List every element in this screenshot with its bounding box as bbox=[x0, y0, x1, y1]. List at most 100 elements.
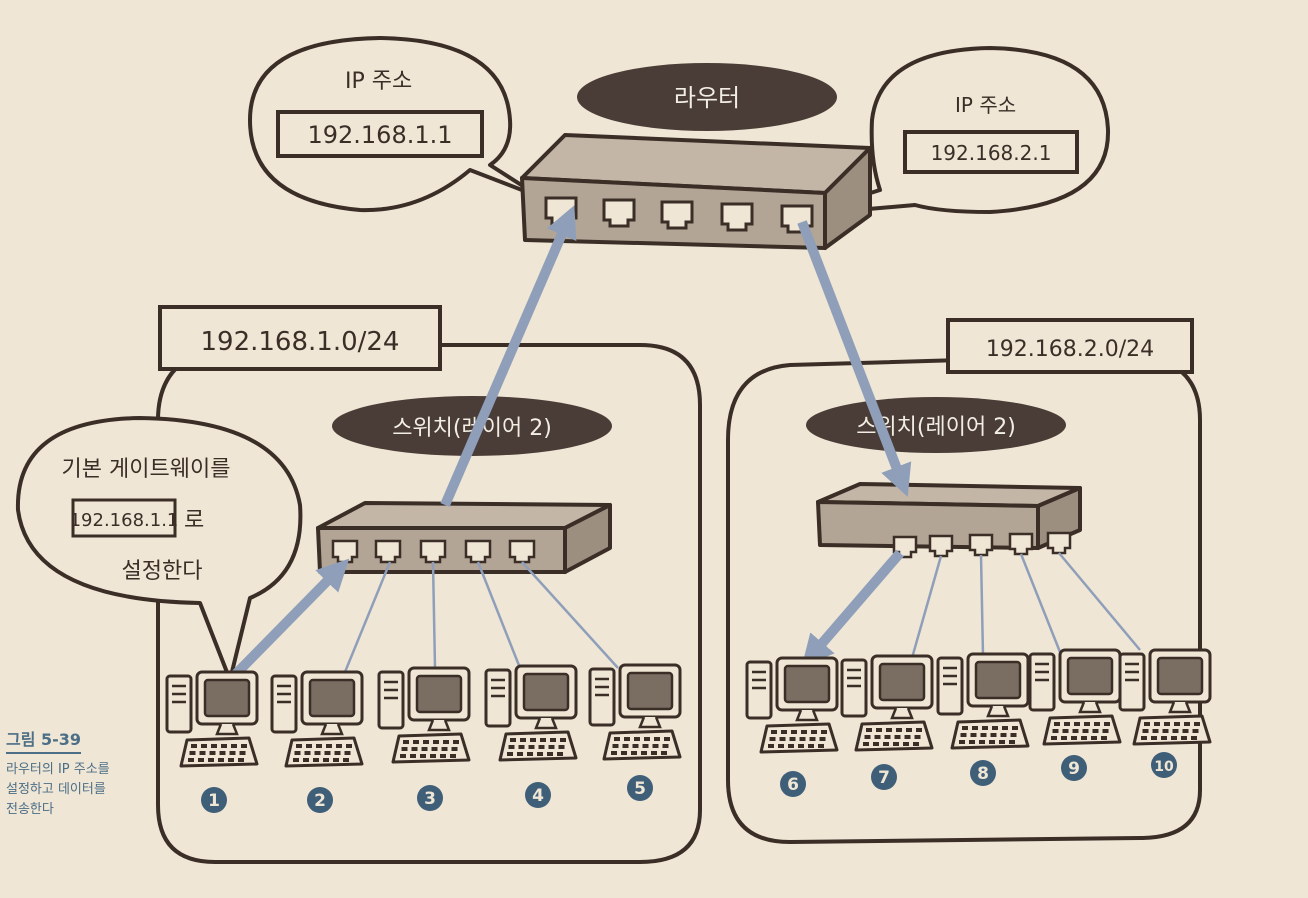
network-left-boundary bbox=[156, 343, 702, 864]
router-device bbox=[520, 133, 872, 250]
pc-number-badge: 2 bbox=[307, 787, 333, 813]
arrow-switch-to-pc6 bbox=[801, 549, 904, 668]
cable-pc8 bbox=[979, 554, 985, 657]
subnet-left-label: 192.168.1.0/24 bbox=[201, 327, 400, 357]
pc-keyboard bbox=[950, 718, 1030, 750]
pc-monitor bbox=[870, 654, 934, 720]
pc-number-label: 5 bbox=[634, 779, 646, 799]
pc-monitor bbox=[195, 670, 259, 736]
router-left-bubble: IP 주소 192.168.1.1 bbox=[248, 36, 542, 213]
arrow-router-to-switch bbox=[797, 220, 912, 497]
pc-number-label: 6 bbox=[787, 775, 799, 795]
router-right-ip-address: 192.168.2.1 bbox=[931, 141, 1052, 165]
pc-tower bbox=[1118, 652, 1146, 712]
pc-number-badge: 10 bbox=[1151, 752, 1177, 778]
pc-number-label: 9 bbox=[1068, 759, 1080, 779]
gateway-suffix: 로 bbox=[184, 508, 204, 533]
pc-2 bbox=[270, 670, 364, 768]
figure-caption: 그림 5-39 라우터의 IP 주소를 설정하고 데이터를 전송한다 bbox=[6, 726, 116, 820]
pc-5 bbox=[588, 663, 682, 761]
pc-monitor bbox=[1148, 648, 1212, 714]
pc-number-label: 7 bbox=[878, 768, 890, 788]
cable-pc5 bbox=[521, 561, 619, 669]
subnet-right-label: 192.168.2.0/24 bbox=[986, 337, 1154, 362]
pc-group: 1 2 3 4 5 6 7 8 9 10 bbox=[165, 648, 1212, 813]
pc-keyboard bbox=[854, 720, 934, 752]
pc-number-badge: 4 bbox=[525, 782, 551, 808]
pc-number-label: 4 bbox=[532, 786, 544, 806]
pc-4 bbox=[484, 664, 578, 762]
gateway-line3: 설정한다 bbox=[122, 559, 203, 584]
subnet-box-right: 192.168.2.0/24 bbox=[946, 318, 1194, 374]
pc-1 bbox=[165, 670, 259, 768]
pc-keyboard bbox=[1042, 714, 1122, 746]
pc-8 bbox=[936, 652, 1030, 750]
pc-number-label: 3 bbox=[424, 789, 436, 809]
cables bbox=[343, 552, 1141, 673]
pc-3 bbox=[377, 666, 471, 764]
pc-keyboard bbox=[759, 722, 839, 754]
pc-keyboard bbox=[179, 736, 259, 768]
pc-number-badge: 1 bbox=[201, 787, 227, 813]
gateway-line1: 기본 게이트웨이를 bbox=[62, 457, 231, 482]
pc-monitor bbox=[618, 663, 682, 729]
pc-monitor bbox=[775, 656, 839, 722]
router-left-ip-title: IP 주소 bbox=[345, 69, 412, 94]
cable-pc7 bbox=[910, 555, 943, 659]
pc-6 bbox=[745, 656, 839, 754]
router-right-bubble: IP 주소 192.168.2.1 bbox=[798, 46, 1111, 217]
pc-monitor bbox=[514, 664, 578, 730]
router-right-ip-title: IP 주소 bbox=[955, 93, 1016, 117]
figure-description: 라우터의 IP 주소를 설정하고 데이터를 전송한다 bbox=[6, 762, 110, 817]
pc-keyboard bbox=[498, 730, 578, 762]
pc-monitor bbox=[1058, 648, 1122, 714]
pc-keyboard bbox=[602, 729, 682, 761]
switch-left bbox=[316, 501, 612, 574]
data-flow-arrows bbox=[224, 205, 912, 686]
pc-keyboard bbox=[284, 736, 364, 768]
gateway-bubble: 기본 게이트웨이를 192.168.1.1 로 설정한다 bbox=[15, 416, 303, 682]
pc-number-badge: 7 bbox=[871, 764, 897, 790]
gateway-address: 192.168.1.1 bbox=[70, 510, 179, 531]
pc-tower bbox=[165, 674, 193, 734]
cable-pc4 bbox=[476, 561, 522, 669]
pc-monitor bbox=[407, 666, 471, 732]
pc-tower bbox=[745, 660, 773, 720]
pc-monitor bbox=[966, 652, 1030, 718]
router-label: 라우터 bbox=[674, 84, 740, 112]
pc-tower bbox=[377, 670, 405, 730]
cable-pc10 bbox=[1058, 552, 1141, 651]
arrow-pc1-to-switch bbox=[224, 558, 350, 686]
pc-10 bbox=[1118, 648, 1212, 746]
router-left-ip-address: 192.168.1.1 bbox=[307, 121, 452, 149]
pc-tower bbox=[936, 656, 964, 716]
pc-number-badge: 8 bbox=[970, 760, 996, 786]
pc-tower bbox=[270, 674, 298, 734]
pc-number-badge: 6 bbox=[780, 771, 806, 797]
pc-tower bbox=[840, 658, 868, 718]
switch-right-ports bbox=[892, 531, 1072, 559]
pc-tower bbox=[484, 668, 512, 728]
pc-number-badge: 5 bbox=[627, 775, 653, 801]
switch-right-label-pill: 스위치(레이어 2) bbox=[806, 397, 1066, 453]
switch-left-ports bbox=[331, 539, 536, 564]
pc-number-label: 8 bbox=[977, 764, 989, 784]
pc-keyboard bbox=[1132, 714, 1212, 746]
arrow-switch-to-router bbox=[440, 205, 577, 507]
pc-number-label: 10 bbox=[1154, 759, 1174, 775]
pc-number-badge: 9 bbox=[1061, 755, 1087, 781]
subnet-box-left: 192.168.1.0/24 bbox=[158, 305, 442, 371]
cable-pc2 bbox=[343, 561, 392, 673]
pc-monitor bbox=[300, 670, 364, 736]
pc-number-label: 1 bbox=[208, 791, 220, 811]
pc-9 bbox=[1028, 648, 1122, 746]
cable-pc9 bbox=[1019, 553, 1062, 653]
network-right-boundary bbox=[726, 352, 1202, 845]
figure-number: 그림 5-39 bbox=[6, 726, 82, 754]
switch-right bbox=[816, 482, 1082, 559]
switch-left-label-pill: 스위치(레이어 2) bbox=[332, 396, 612, 456]
pc-number-label: 2 bbox=[314, 791, 326, 811]
pc-number-badge: 3 bbox=[417, 785, 443, 811]
cable-pc3 bbox=[431, 561, 437, 669]
